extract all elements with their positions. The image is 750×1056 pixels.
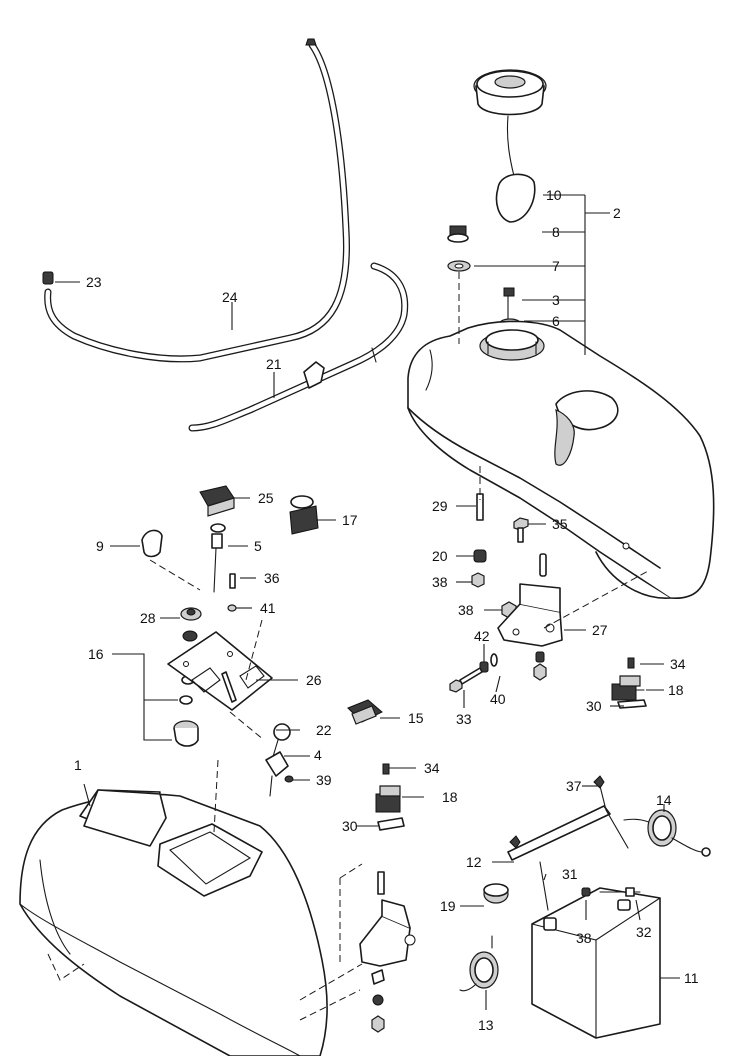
console-1 <box>19 789 328 1056</box>
callout-25: 25 <box>258 490 274 506</box>
callout-42: 42 <box>474 628 490 644</box>
callout-13: 13 <box>478 1017 494 1033</box>
ignition-5 <box>210 523 226 593</box>
callout-14: 14 <box>656 792 672 808</box>
washer-40 <box>490 653 498 667</box>
callout-33: 33 <box>456 711 472 727</box>
fuel-cap-10 <box>473 69 547 223</box>
screw-34-right <box>627 657 635 669</box>
callout-7: 7 <box>552 258 560 274</box>
callout-29: 29 <box>432 498 448 514</box>
callout-6: 6 <box>552 313 560 329</box>
leader-lines <box>55 281 680 1010</box>
callout-3: 3 <box>552 292 560 308</box>
nut-39 <box>284 775 294 783</box>
switch-15 <box>347 699 383 725</box>
callout-36: 36 <box>264 570 280 586</box>
callout-22: 22 <box>316 722 332 738</box>
nut-38-upper <box>471 572 485 588</box>
callout-23: 23 <box>86 274 102 290</box>
battery-11 <box>531 887 661 1039</box>
nut-lower <box>533 651 547 681</box>
callout-10: 10 <box>546 187 562 203</box>
pin <box>539 553 547 577</box>
screw-34-left <box>382 763 390 775</box>
rod-31 <box>539 861 549 911</box>
callout-38b: 38 <box>458 602 474 618</box>
plate-30-left <box>377 817 405 831</box>
callout-40: 40 <box>490 691 506 707</box>
callout-34b: 34 <box>424 760 440 776</box>
callout-24: 24 <box>222 289 238 305</box>
callout-2: 2 <box>613 205 621 221</box>
callout-38a: 38 <box>432 574 448 590</box>
hose-clamp-23 <box>42 271 54 285</box>
bumper-19 <box>483 883 509 904</box>
hose-21 <box>188 262 409 432</box>
plate-30-right <box>617 699 647 709</box>
callout-17: 17 <box>342 512 358 528</box>
stud-29 <box>476 493 484 521</box>
callout-41: 41 <box>260 600 276 616</box>
battery-cable-14 <box>623 809 711 857</box>
callout-34a: 34 <box>670 656 686 672</box>
callout-9: 9 <box>96 538 104 554</box>
assembly-lines <box>47 272 651 1021</box>
bolt-32 <box>599 887 641 897</box>
solenoid-18-left <box>375 785 401 813</box>
callout-35: 35 <box>552 516 568 532</box>
callout-labels: 1 2 3 4 5 6 7 8 9 10 11 12 13 14 15 16 1… <box>74 187 699 1033</box>
group-bracket-2 <box>474 194 610 355</box>
knob-9 <box>141 529 163 558</box>
solenoid-18-right <box>611 675 645 701</box>
nut-28 <box>180 607 202 621</box>
callout-30b: 30 <box>342 818 358 834</box>
panel-26 <box>167 631 273 711</box>
hold-down-bar-12 <box>507 785 629 861</box>
gasket-7 <box>447 260 471 272</box>
lever-4 <box>265 751 289 797</box>
bracket-27 <box>497 583 563 647</box>
callout-31: 31 <box>562 866 578 882</box>
spacer-20 <box>473 549 487 563</box>
fuel-tank <box>407 320 715 600</box>
callout-21: 21 <box>266 356 282 372</box>
callout-26: 26 <box>306 672 322 688</box>
nut-38-battery <box>581 887 591 897</box>
callout-16: 16 <box>88 646 104 662</box>
washer-41 <box>227 604 237 612</box>
callout-18a: 18 <box>668 682 684 698</box>
callout-30a: 30 <box>586 698 602 714</box>
battery-cable-13 <box>459 935 499 992</box>
callout-8: 8 <box>552 224 560 240</box>
bolt-33 <box>449 667 483 693</box>
callout-27: 27 <box>592 622 608 638</box>
callout-19: 19 <box>440 898 456 914</box>
callout-37: 37 <box>566 778 582 794</box>
switch-25 <box>199 485 235 517</box>
bolt-35 <box>513 517 529 543</box>
switch-17 <box>289 495 319 535</box>
callout-12: 12 <box>466 854 482 870</box>
hose-24 <box>44 38 350 363</box>
callout-39: 39 <box>316 772 332 788</box>
callout-1: 1 <box>74 757 82 773</box>
callout-18b: 18 <box>442 789 458 805</box>
callout-38c: 38 <box>576 930 592 946</box>
lower-bracket <box>359 871 416 1033</box>
vent-valve-8 <box>447 225 469 243</box>
callout-5: 5 <box>254 538 262 554</box>
screw-36 <box>229 573 236 589</box>
callout-4: 4 <box>314 747 322 763</box>
callout-11: 11 <box>684 970 699 986</box>
callout-28: 28 <box>140 610 156 626</box>
callout-32: 32 <box>636 924 652 940</box>
callout-20: 20 <box>432 548 448 564</box>
callout-15: 15 <box>408 710 424 726</box>
